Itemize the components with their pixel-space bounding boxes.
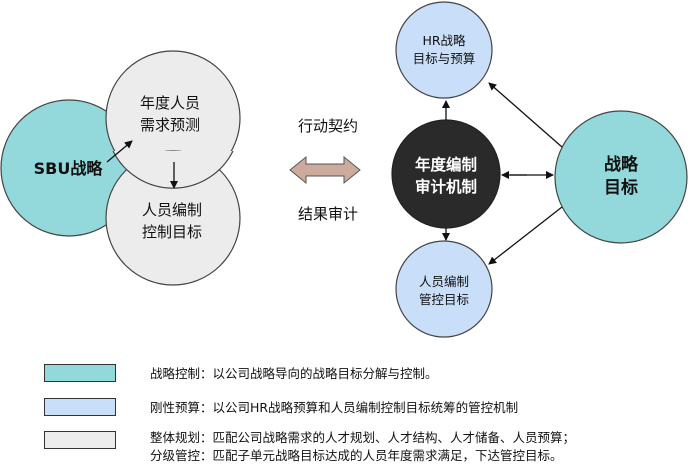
sbu-label: SBU战略 (34, 159, 104, 178)
staff-target-circle (395, 240, 493, 338)
forecast-label-1: 年度人员 (140, 94, 200, 112)
strategy-target-label-1: 战略 (604, 154, 639, 175)
result-audit-label: 结果审计 (298, 205, 358, 223)
strategy-to-hr-arrow (488, 82, 563, 148)
legend-text-plan-1: 整体规划：匹配公司战略需求的人才规划、人才结构、人才储备、人员预算； (150, 430, 576, 445)
staff-label-2: 管控目标 (419, 292, 469, 307)
strategy-target-label-2: 目标 (604, 177, 638, 198)
double-arrow (289, 155, 361, 185)
legend-item-rigid (44, 398, 116, 416)
control-label-1: 人员编制 (142, 201, 202, 219)
center-label-1: 年度编制 (415, 155, 477, 174)
action-contract-label: 行动契约 (298, 117, 358, 135)
hr-strategy-circle (395, 1, 493, 99)
legend-text-strategy: 战略控制：以公司战略导向的战略目标分解与控制。 (150, 366, 438, 381)
legend-text-rigid: 刚性预算：以公司HR战略预算和人员编制控制目标统筹的管控机制 (150, 400, 519, 415)
control-label-2: 控制目标 (142, 223, 202, 241)
staff-label-1: 人员编制 (419, 274, 469, 289)
legend-swatch-rigid (44, 398, 116, 416)
hr-label-2: 目标与预算 (413, 51, 476, 66)
legend-swatch-strategy (44, 364, 116, 382)
strategy-target-circle (554, 110, 688, 244)
strategy-to-staff-arrow (488, 206, 563, 265)
legend-text-plan-2: 分级管控：匹配子单元战略目标达成的人员年度需求满足，下达管控目标。 (150, 448, 563, 463)
legend-item-plan (44, 431, 116, 449)
center-label-2: 审计机制 (415, 177, 477, 196)
legend-swatch-plan (44, 431, 116, 449)
legend-item-strategy (44, 364, 116, 382)
forecast-label-2: 需求预测 (140, 116, 200, 134)
hr-label-1: HR战略 (422, 33, 466, 48)
annual-audit-circle (391, 119, 501, 229)
sbu-to-forecast-arrow (106, 140, 133, 163)
